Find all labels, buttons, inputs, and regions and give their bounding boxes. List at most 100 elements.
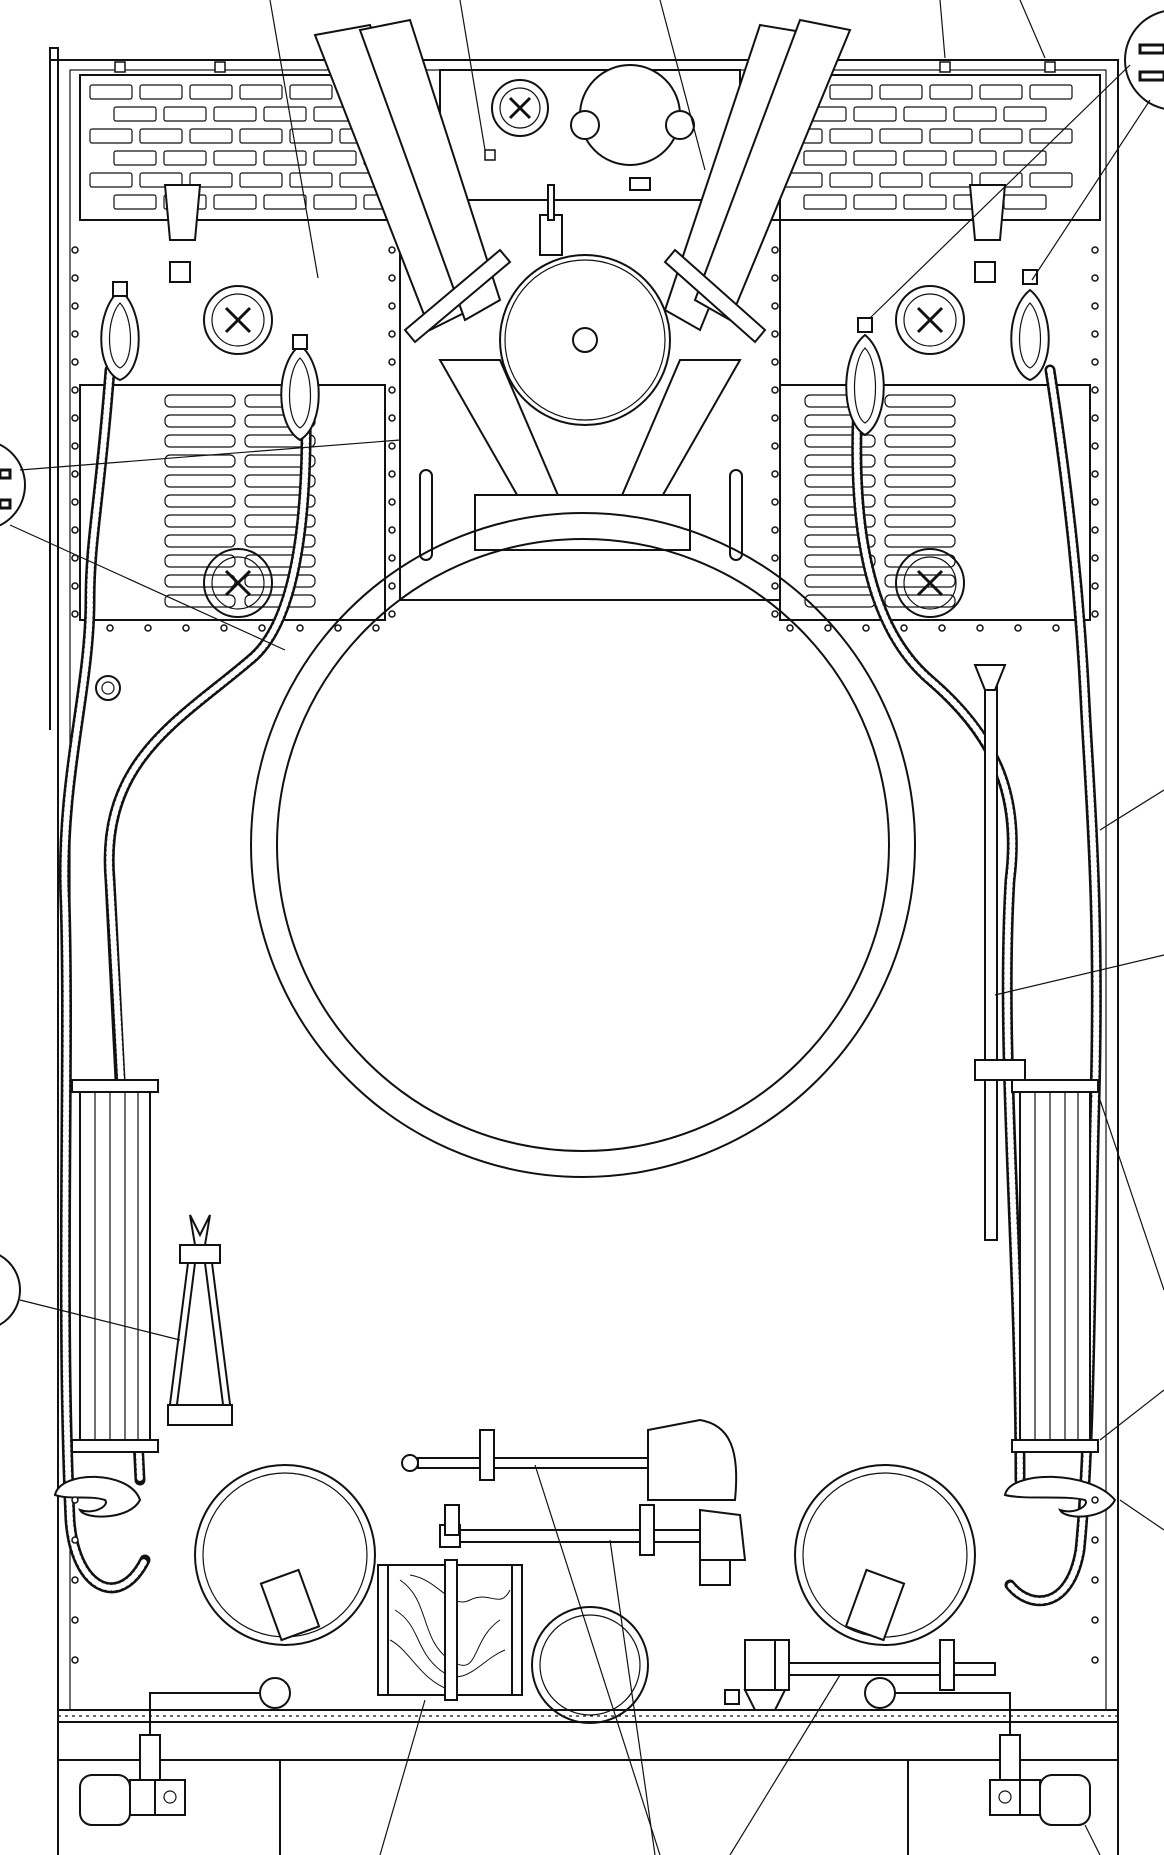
grille-slot [829, 172, 873, 188]
rivet [1091, 554, 1099, 562]
rivet [334, 624, 342, 632]
grille-slot [164, 534, 236, 548]
rivet [1091, 246, 1099, 254]
screw-plugs [95, 79, 965, 701]
grille-slot [244, 454, 316, 468]
left-rod-bundle [71, 1079, 159, 1453]
rivet [771, 302, 779, 310]
grille-slot [263, 194, 307, 210]
grille-slot [829, 84, 873, 100]
rivet [388, 610, 396, 618]
center-small-hatch [531, 1606, 649, 1724]
rivet [771, 470, 779, 478]
grille-slot [853, 150, 897, 166]
grille-slot [89, 172, 133, 188]
rivet [771, 246, 779, 254]
grille-slot [189, 84, 233, 100]
rivet [71, 610, 79, 618]
grille-slot [804, 514, 876, 528]
grille-slot [164, 514, 236, 528]
rivet [220, 624, 228, 632]
rivet [71, 554, 79, 562]
screw-plug-top [491, 79, 549, 137]
rivet [771, 442, 779, 450]
grille-slot [804, 534, 876, 548]
rivet [388, 302, 396, 310]
rivet [771, 554, 779, 562]
rivet [372, 624, 380, 632]
grille-slot [244, 434, 316, 448]
grille-slot [804, 454, 876, 468]
rivet [771, 386, 779, 394]
rivet [71, 246, 79, 254]
rivet [388, 274, 396, 282]
shovel [401, 1418, 738, 1501]
grille-slot [244, 514, 316, 528]
lower-left-hatch [194, 1464, 376, 1646]
grille-slot [979, 84, 1023, 100]
grille-slot [244, 494, 316, 508]
rivet [824, 624, 832, 632]
tow-hooks [53, 1475, 1117, 1518]
screw-plug-right-lower [895, 548, 965, 618]
rivet [71, 414, 79, 422]
grille-slot [89, 128, 133, 144]
rivet [71, 498, 79, 506]
grille-slot [189, 128, 233, 144]
grille-slot [804, 494, 876, 508]
rivet [71, 1496, 79, 1504]
grille-slot [879, 84, 923, 100]
rivet [1091, 526, 1099, 534]
callout-circles [0, 10, 1164, 1326]
grille-slot [113, 194, 157, 210]
rivet [1091, 274, 1099, 282]
rivet [388, 442, 396, 450]
grille-slot [164, 474, 236, 488]
grille-slot [803, 194, 847, 210]
rivet [182, 624, 190, 632]
grille-slot [879, 172, 923, 188]
rivet [1091, 442, 1099, 450]
rivet [976, 624, 984, 632]
rivet [771, 526, 779, 534]
grille-slot [289, 84, 333, 100]
rivet [1091, 582, 1099, 590]
grille-slot [263, 106, 307, 122]
grille-slot [853, 106, 897, 122]
rivet [71, 386, 79, 394]
rivet [1091, 414, 1099, 422]
rivet [71, 1656, 79, 1664]
rivet [71, 1536, 79, 1544]
grille-slot [289, 172, 333, 188]
rivet [106, 624, 114, 632]
grille-slot [239, 128, 283, 144]
rivet [71, 1616, 79, 1624]
rivet [771, 610, 779, 618]
grille-slot [139, 128, 183, 144]
rivet [388, 330, 396, 338]
grille-slot [884, 594, 956, 608]
rivet [938, 624, 946, 632]
grille-slot [89, 84, 133, 100]
rivet [71, 358, 79, 366]
leader-lines [9, 0, 1164, 1855]
rivet [388, 526, 396, 534]
rivet [144, 624, 152, 632]
grille-slot [164, 394, 236, 408]
screw-plug-left-upper [203, 285, 273, 355]
rivet [1091, 386, 1099, 394]
rivet [1091, 1616, 1099, 1624]
top-bolts [114, 61, 1056, 161]
grille-slot [113, 150, 157, 166]
rivet [1052, 624, 1060, 632]
edge-rivets [71, 246, 1099, 1664]
rivet [1091, 330, 1099, 338]
grille-slot [884, 514, 956, 528]
rivet [1091, 1496, 1099, 1504]
rivet [71, 274, 79, 282]
grille-slot [953, 150, 997, 166]
grille-slot [239, 84, 283, 100]
rivet [296, 624, 304, 632]
grille-slot [139, 84, 183, 100]
screw-plug-left-lower [203, 548, 273, 618]
